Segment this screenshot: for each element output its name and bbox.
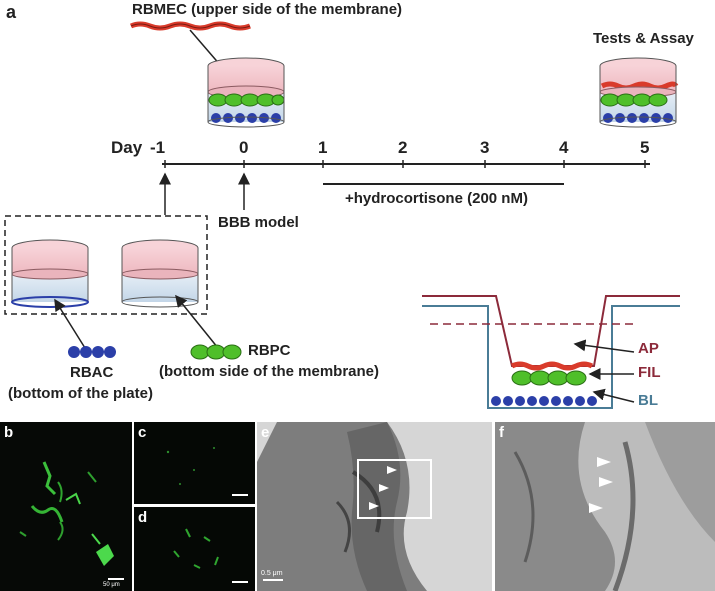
bl-outline [422, 305, 680, 409]
day-tick-label: 2 [398, 138, 408, 157]
panel-b-letter: b [4, 424, 14, 441]
scale-bar-label: 50 μm [103, 582, 120, 588]
panel-c-fluorescence: c [134, 422, 255, 504]
panel-e-em: e 0.5 μm [257, 422, 492, 591]
dashed-box [4, 215, 208, 315]
rbmec-label: RBMEC (upper side of the membrane) [132, 1, 403, 18]
tests-assay-label: Tests & Assay [593, 30, 694, 47]
legend-ap: AP [638, 340, 659, 357]
pericyte-row [208, 93, 285, 107]
day-tick-label: 5 [640, 138, 650, 157]
panel-a-schematic [4, 21, 680, 409]
panel-e-letter: e [261, 424, 270, 441]
rbpc-cells [190, 344, 242, 360]
legend-fil: FIL [638, 364, 661, 381]
rbac-label: RBAC [70, 364, 114, 381]
day-label: Day [111, 138, 143, 157]
rbmec-strip-outline [130, 23, 251, 29]
hydrocortisone-label: +hydrocortisone (200 nM) [345, 190, 528, 207]
panel-b-fluorescence: b 50 μm [0, 422, 132, 591]
rbac-cells [68, 346, 116, 358]
panel-d-fluorescence: d [134, 507, 255, 591]
cross-section [422, 295, 680, 409]
rbpc-well [121, 239, 199, 308]
day-tick-label: 1 [318, 138, 328, 157]
day-tick-label: 0 [239, 138, 249, 157]
day-tick-label: -1 [150, 138, 166, 157]
astrocyte-row [211, 113, 281, 123]
panel-f-em: f [495, 422, 715, 591]
rbpc-sublabel: (bottom side of the membrane) [159, 363, 380, 380]
timeline-ticks [164, 160, 646, 168]
rbac-sublabel: (bottom of the plate) [8, 385, 153, 402]
day-tick-label: 3 [480, 138, 490, 157]
panel-a-letter: a [6, 2, 17, 22]
panel-d-letter: d [138, 509, 148, 526]
tests-assay-well [599, 57, 679, 128]
bbb-model-label: BBB model [218, 214, 299, 231]
legend-bl: BL [638, 392, 658, 409]
panel-f-letter: f [499, 424, 504, 441]
rbac-well [11, 239, 89, 308]
bbb-model-well [207, 57, 285, 128]
rbpc-label: RBPC [248, 342, 291, 359]
day-tick-label: 4 [559, 138, 569, 157]
panel-c-letter: c [138, 424, 147, 441]
scale-bar-label: 0.5 μm [261, 570, 283, 577]
